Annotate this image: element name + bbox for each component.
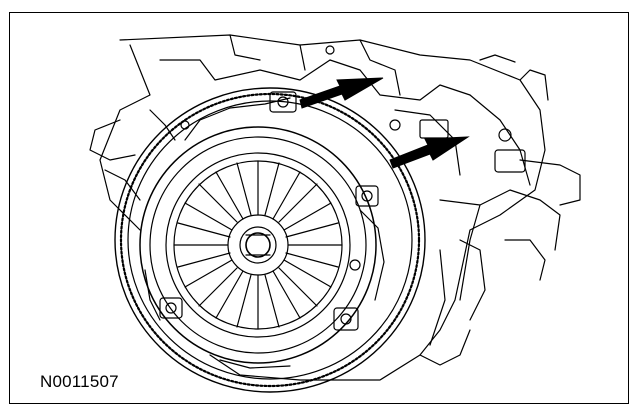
flywheel-ring-gear xyxy=(114,87,426,393)
pressure-plate-cover xyxy=(139,91,385,369)
arrow-lower xyxy=(389,136,470,169)
figure-id-label: N0011507 xyxy=(40,372,119,391)
figure-frame xyxy=(9,12,629,404)
arrow-upper xyxy=(299,77,384,109)
diaphragm-spring xyxy=(165,152,351,338)
clutch-hub xyxy=(245,232,271,258)
engine-block xyxy=(89,34,581,381)
